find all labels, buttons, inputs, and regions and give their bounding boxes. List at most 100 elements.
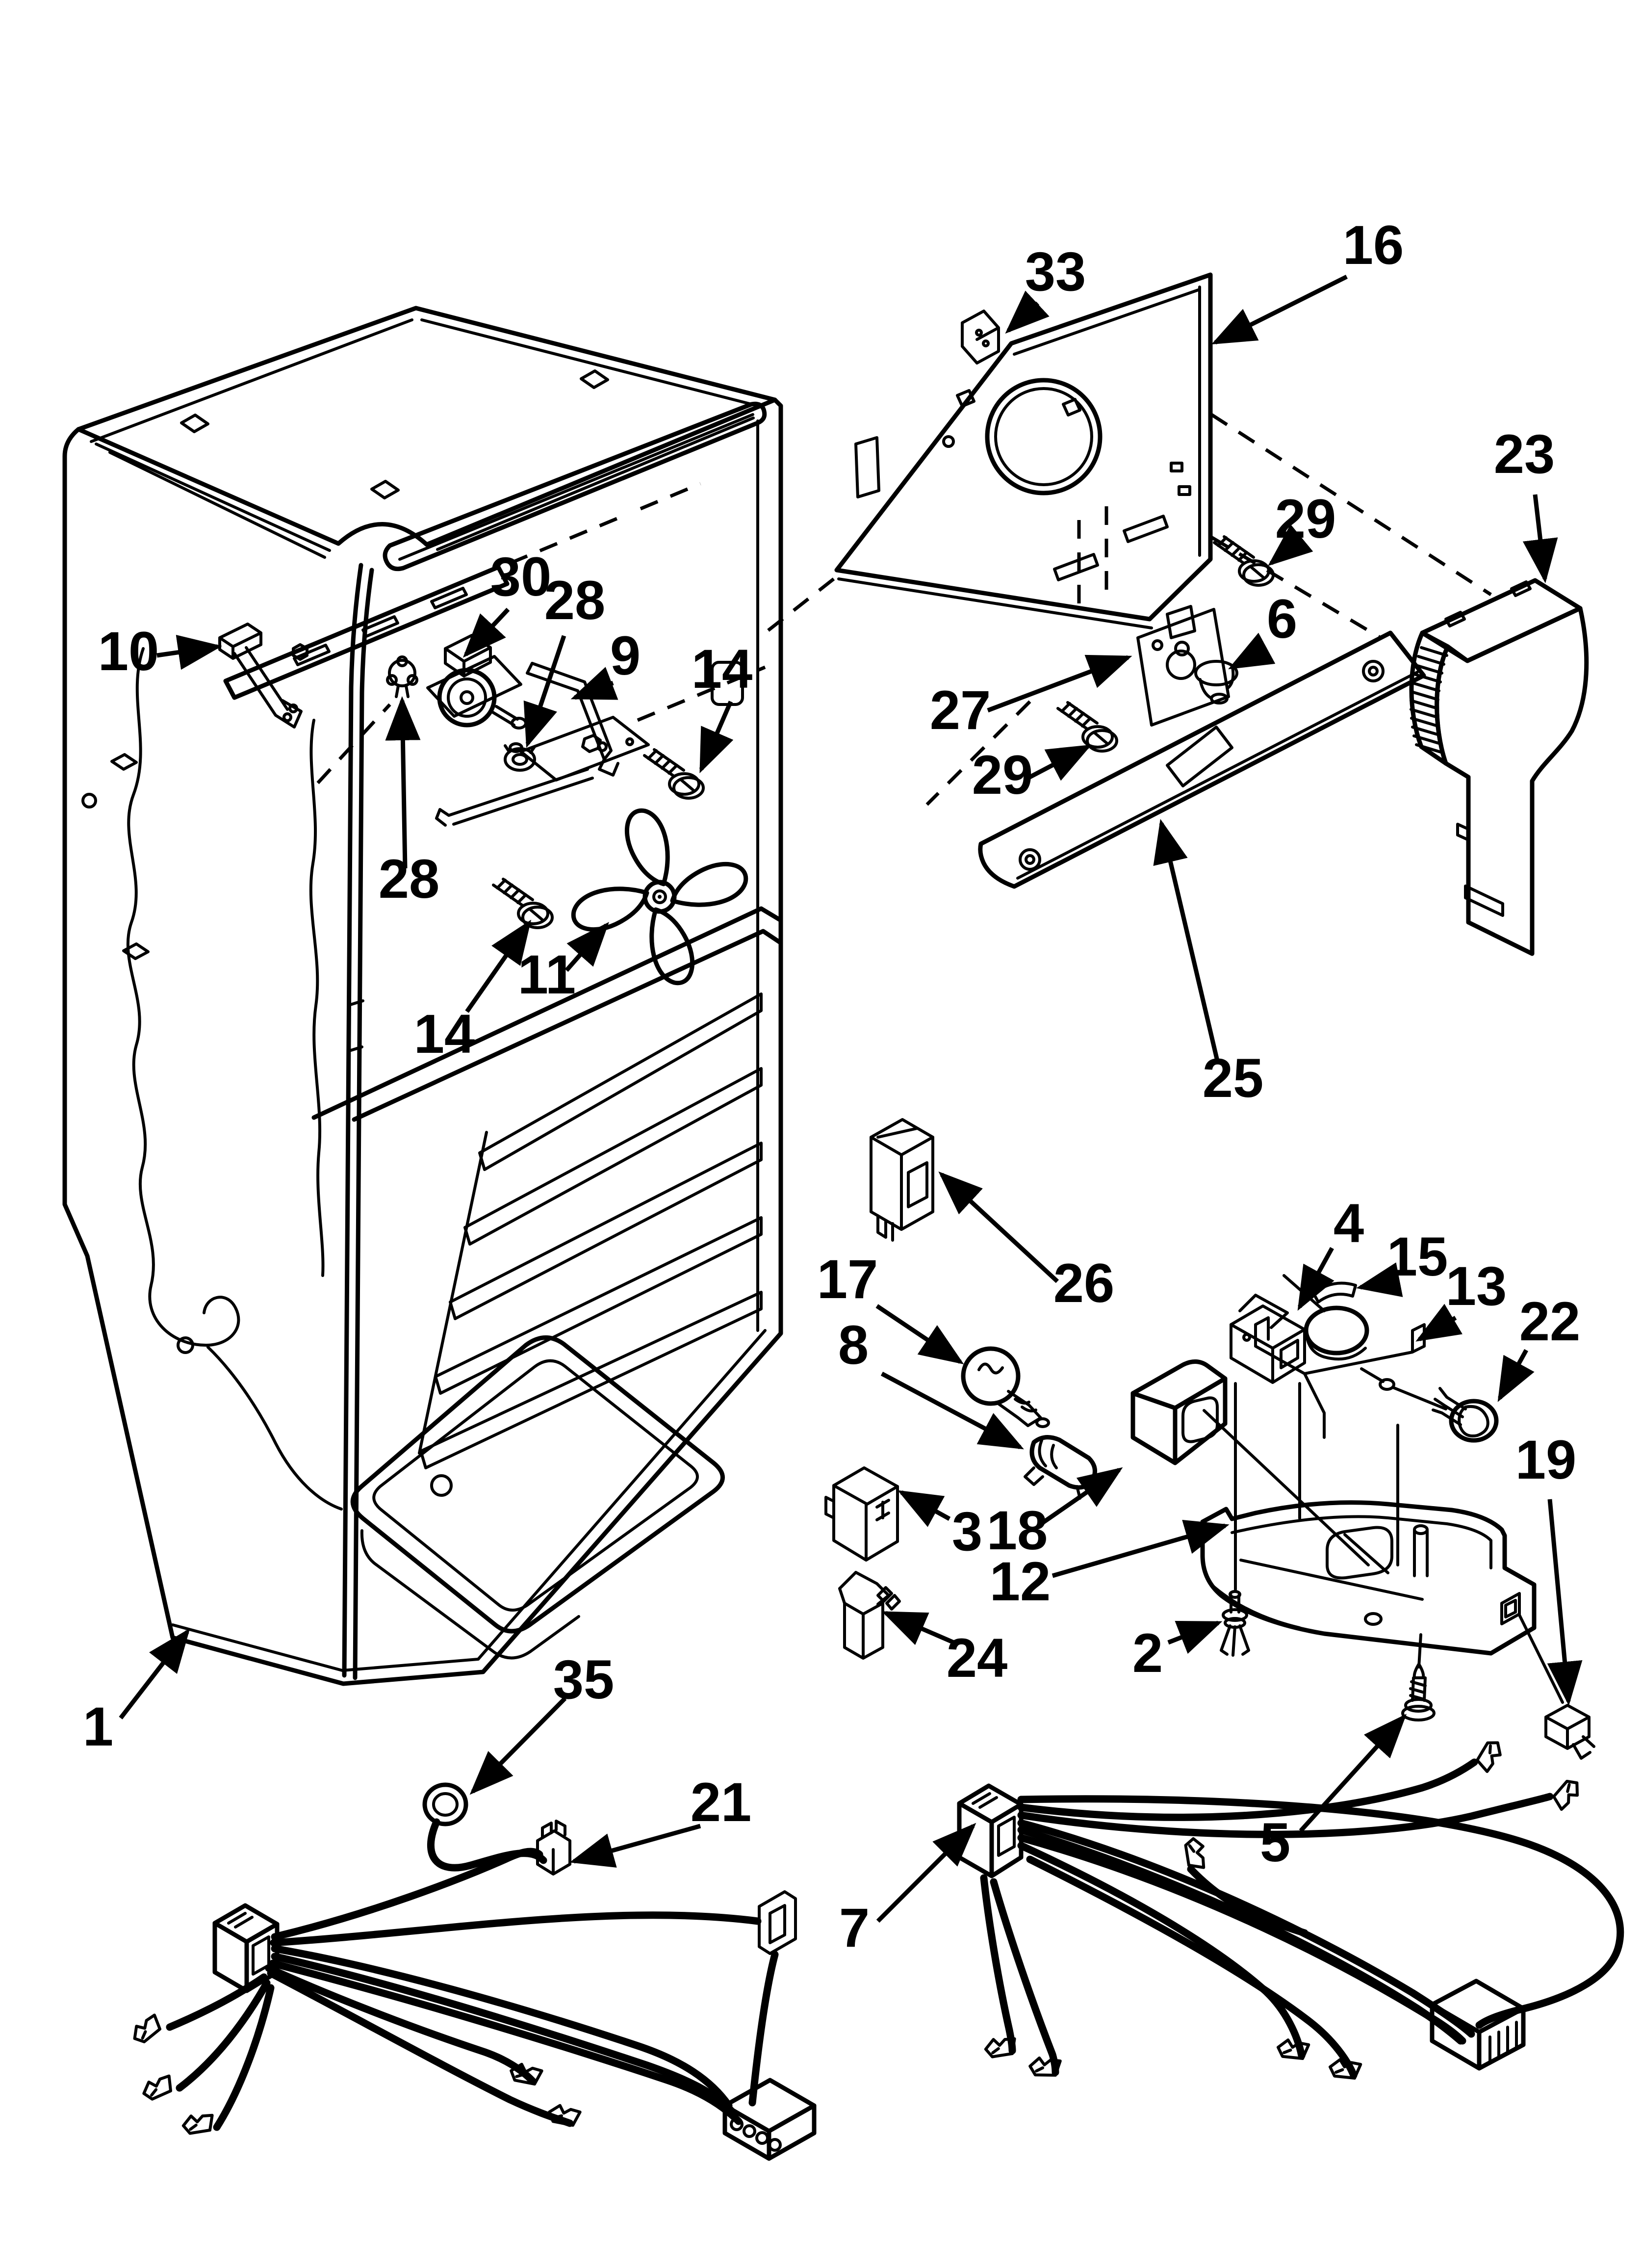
part-number-label: 35 — [553, 1649, 615, 1710]
callout-18-lamp-shield: 18 — [987, 1467, 1123, 1561]
leader-arrow — [987, 654, 1132, 713]
part-number-label: 18 — [987, 1500, 1048, 1561]
part-number-label: 15 — [1387, 1226, 1448, 1287]
callout-21-harness-left: 21 — [569, 1772, 751, 1868]
part-number-label: 5 — [1260, 1812, 1290, 1873]
leader-arrow — [938, 1171, 1059, 1283]
part-number-label: 26 — [1053, 1252, 1115, 1314]
part-number-label: 7 — [839, 1897, 870, 1958]
motor-grommet-part — [386, 655, 418, 698]
callout-5-tray-screw: 5 — [1260, 1714, 1407, 1873]
callout-14-screw-upper: 14 — [692, 638, 753, 774]
part-number-label: 13 — [1446, 1255, 1507, 1317]
bulb-socket-part — [1024, 1435, 1097, 1500]
retainer-clip-part — [1312, 1281, 1357, 1303]
callout-9-motor-bracket: 9 — [570, 625, 641, 700]
callout-22-control-knob: 22 — [1497, 1291, 1580, 1402]
drain-tray-part — [1200, 1500, 1564, 1704]
callout-1-liner: 1 — [83, 1628, 190, 1757]
spade-terminal — [143, 2074, 172, 2101]
crisper-pan — [350, 1335, 725, 1660]
callout-14-screw-lower: 14 — [414, 919, 532, 1065]
leader-arrow — [881, 1611, 959, 1647]
part-number-label: 12 — [990, 1551, 1051, 1612]
leader-arrow — [1297, 1247, 1334, 1311]
relay-box-part — [870, 1118, 934, 1242]
duct-vent-hatching — [1410, 646, 1448, 754]
callout-17-light-bulb: 17 — [817, 1249, 964, 1365]
shelf-rails — [419, 992, 763, 1469]
part-number-label: 29 — [1275, 488, 1336, 549]
part-number-label: 11 — [518, 944, 576, 1005]
control-knob-part — [1432, 1387, 1499, 1443]
callout-23-air-duct: 23 — [1494, 423, 1558, 583]
leader-arrow — [1052, 1519, 1230, 1578]
harness-left-end-connector — [758, 1890, 797, 1955]
spade-terminal — [1472, 1739, 1508, 1773]
leader-arrow — [1005, 290, 1050, 334]
part-number-label: 10 — [98, 621, 159, 682]
leader-arrow — [1497, 1349, 1535, 1402]
leader-arrow — [1025, 744, 1092, 781]
leader-arrow — [1299, 1714, 1407, 1833]
motor-bracket-part — [435, 662, 650, 827]
part-number-label: 2 — [1132, 1622, 1163, 1684]
leader-arrow — [156, 635, 222, 670]
leader-arrow — [1167, 1620, 1223, 1654]
callout-13-cold-control: 13 — [1415, 1255, 1507, 1342]
leader-arrow — [1228, 632, 1276, 670]
part-number-label: 17 — [817, 1249, 878, 1310]
part-number-label: 9 — [610, 625, 641, 686]
callout-8-bulb-socket: 8 — [838, 1314, 1024, 1450]
grommet-part — [422, 1782, 468, 1826]
light-bulb-part — [961, 1346, 1050, 1428]
access-plate-part — [1136, 608, 1230, 727]
panel-screw-lower-part — [1058, 703, 1117, 751]
callout-29-panel-screw-upper: 29 — [1268, 488, 1336, 566]
wiring-harness-right-drawing — [957, 1739, 1624, 2086]
leader-arrow — [523, 635, 566, 748]
callout-12-drain-tray: 12 — [990, 1519, 1230, 1612]
part-number-label: 4 — [1334, 1193, 1364, 1254]
leader-arrow — [1356, 1262, 1403, 1297]
fan-motor-part — [426, 634, 527, 730]
spade-terminal — [1027, 2049, 1063, 2084]
callout-28-fan-nut: 28 — [523, 570, 605, 748]
spade-terminal — [546, 2097, 583, 2133]
leader-arrow — [699, 701, 734, 774]
part-number-label: 16 — [1343, 214, 1404, 276]
callout-4-defrost-thermostat: 4 — [1297, 1193, 1364, 1311]
callout-15-retainer-clip: 15 — [1356, 1226, 1448, 1297]
part-number-label: 33 — [1025, 241, 1086, 302]
harness-left-connector — [212, 1903, 280, 1993]
leader-arrow — [880, 1372, 1024, 1450]
part-number-label: 14 — [692, 638, 753, 700]
drain-pin-part — [1220, 1590, 1250, 1657]
leader-arrow — [1153, 819, 1220, 1062]
latch-clip-part — [838, 1571, 901, 1660]
callout-3-wiring-clip: 3 — [898, 1490, 982, 1562]
sensor-bracket-part — [961, 310, 1000, 365]
wiring-harness-left-drawing — [131, 1782, 817, 2161]
leader-arrow — [1415, 1303, 1463, 1342]
leader-arrow — [385, 696, 421, 869]
callouts: 1 2 3 4 5 6 7 8 9 10 11 12 13 14 14 15 1… — [83, 214, 1583, 1958]
part-number-label: 14 — [414, 1003, 475, 1065]
air-duct-drawing — [1409, 578, 1589, 956]
evaporator-panel-drawing — [764, 272, 1492, 889]
leader-arrow — [1268, 524, 1313, 566]
grommet-inner — [432, 1792, 459, 1817]
callout-33-sensor-bracket: 33 — [1005, 241, 1086, 334]
callout-16-evaporator-panel: 16 — [1211, 214, 1404, 345]
callout-19-switch-clip: 19 — [1515, 1429, 1583, 1706]
callout-6-hole-plug: 6 — [1228, 588, 1297, 670]
switch-clip-part — [1544, 1704, 1595, 1760]
part-number-label: 28 — [379, 848, 440, 910]
callout-24-latch-clip: 24 — [881, 1611, 1007, 1689]
cold-control-part — [1254, 1274, 1447, 1439]
fan-blade-part — [573, 810, 745, 983]
spade-terminal — [181, 2107, 215, 2139]
part-number-label: 19 — [1515, 1429, 1577, 1490]
